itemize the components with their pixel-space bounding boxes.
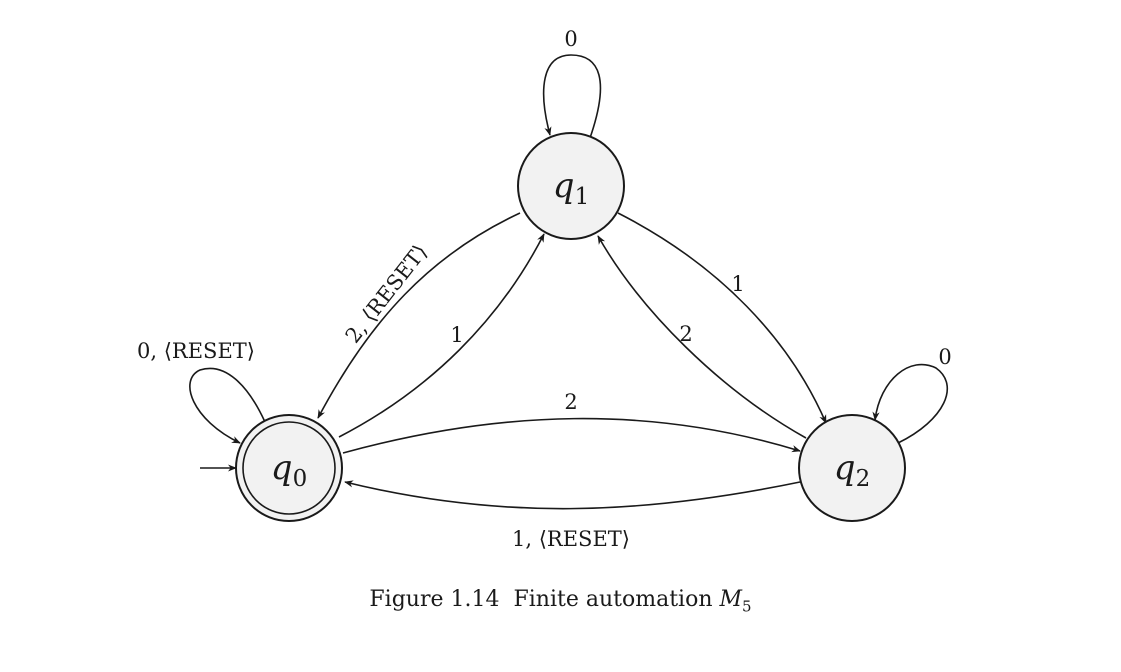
label-q1-loop: 0 xyxy=(564,27,577,51)
label-q2-to-q0: 1, ⟨RESET⟩ xyxy=(512,527,630,551)
svg-text:q2: q2 xyxy=(834,448,870,492)
label-q0-to-q2: 2 xyxy=(564,390,577,414)
label-q1-to-q0: 2, ⟨RESET⟩ xyxy=(341,240,433,348)
edge-q1-self-loop xyxy=(542,54,602,139)
state-q1-subscript: 1 xyxy=(575,184,590,210)
label-q2-loop: 0 xyxy=(938,345,951,369)
label-q0-loop: 0, ⟨RESET⟩ xyxy=(137,339,255,363)
label-q2-to-q1: 2 xyxy=(679,322,692,346)
label-q0-to-q1: 1 xyxy=(450,323,463,347)
edge-q2-to-q1 xyxy=(597,235,807,439)
caption-prefix: Figure 1.14 xyxy=(369,587,500,612)
caption-text: Finite automation xyxy=(513,587,713,612)
state-q1-name: q xyxy=(553,166,575,206)
finite-automaton-diagram: q0 q1 q2 0 2, ⟨RESET⟩ 1 0, ⟨RESET⟩ 1 2 0… xyxy=(137,27,952,551)
edge-q1-to-q2 xyxy=(617,212,827,424)
svg-text:q0: q0 xyxy=(271,448,307,492)
state-q2-name: q xyxy=(834,448,856,488)
state-q1: q1 xyxy=(517,132,625,240)
edge-q0-to-q2 xyxy=(342,417,801,454)
state-q0-subscript: 0 xyxy=(293,466,308,492)
figure-caption: Figure 1.14 Finite automation M5 xyxy=(0,587,1121,615)
edge-q0-to-q1 xyxy=(338,233,545,438)
edge-q0-self-loop xyxy=(189,367,266,444)
state-q0-name: q xyxy=(271,448,293,488)
edge-q2-self-loop xyxy=(872,363,948,444)
edge-q2-to-q0 xyxy=(344,480,801,510)
caption-symbol: M5 xyxy=(719,587,752,616)
label-q1-to-q2: 1 xyxy=(731,272,744,296)
edge-q1-to-q0 xyxy=(317,212,521,419)
state-q0: q0 xyxy=(235,414,343,522)
state-q2-subscript: 2 xyxy=(856,466,871,492)
state-q2: q2 xyxy=(798,414,906,522)
svg-text:q1: q1 xyxy=(553,166,589,210)
